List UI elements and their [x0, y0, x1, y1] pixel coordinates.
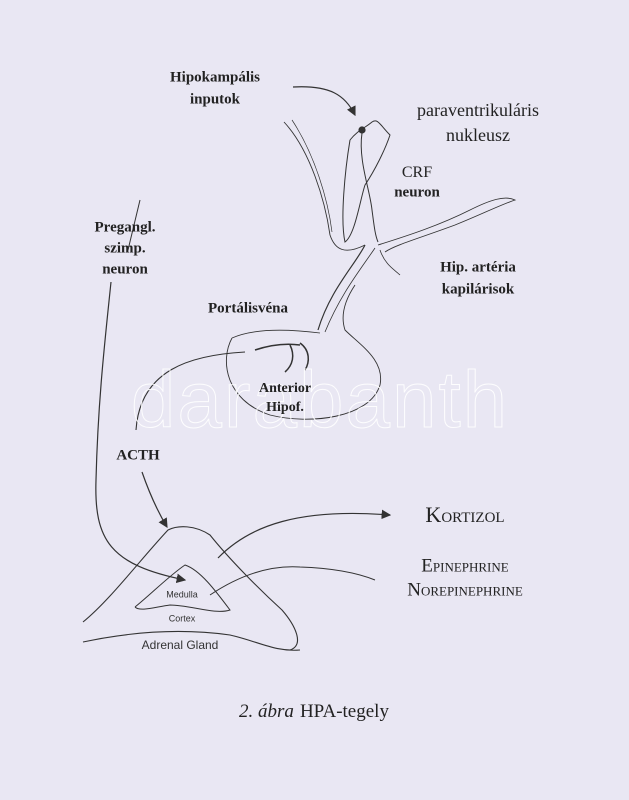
adrenal-bottom: [82, 630, 301, 651]
label-acth: ACTH: [116, 447, 160, 464]
caption-number: 2. ábra: [239, 701, 294, 722]
stalk-right: [379, 249, 401, 276]
label-artery: Hip. artéria: [440, 259, 516, 276]
label-norepinephrine: Norepinephrine: [407, 579, 523, 601]
label-pvn: paraventrikuláris: [417, 100, 539, 120]
label-hippocampal-inputs: inputok: [189, 91, 241, 108]
hippocampal-input-arrow: [292, 86, 356, 117]
label-cortex: Cortex: [168, 613, 196, 624]
label-anterior: Anterior: [258, 381, 312, 396]
label-epinephrine: Epinephrine: [421, 555, 509, 577]
crf-axon: [360, 132, 379, 243]
label-symp: szimp.: [104, 240, 146, 257]
label-pregangl: Pregangl.: [94, 219, 156, 236]
label-medulla: Medulla: [166, 589, 198, 600]
pvn-outline: [342, 120, 391, 243]
label-pvn-nucleus: nukleusz: [446, 125, 510, 145]
label-cortisol: Kortizol: [425, 502, 505, 527]
cortisol-arrow: [217, 509, 392, 559]
adrenal-cortex-outline: [82, 526, 299, 651]
label-portal-vein: Portálisvéna: [208, 300, 288, 317]
pregangl-line: [95, 281, 187, 584]
label-pregangl-neuron: neuron: [102, 261, 148, 278]
epinephrine-line: [209, 566, 376, 596]
pituitary-top: [231, 329, 321, 339]
label-crf-neuron: neuron: [394, 184, 440, 201]
watermark: darabanth: [130, 355, 510, 445]
acth-path: [135, 351, 246, 431]
artery-branch: [377, 197, 517, 253]
label-hippocampal: Hipokampális: [169, 69, 261, 86]
label-crf: CRF: [401, 164, 433, 181]
portal-capillaries: [254, 342, 310, 373]
label-pituitary: Hipof.: [266, 400, 304, 415]
crf-neuron-cell: [358, 126, 366, 134]
stalk: [317, 244, 366, 331]
hypothalamus-wall-inner: [291, 119, 333, 233]
label-adrenal-gland: Adrenal Gland: [141, 638, 219, 652]
caption-title: HPA-tegely: [299, 701, 389, 722]
stalk-2: [324, 247, 376, 333]
anterior-pituitary: [225, 284, 382, 420]
hypothalamus-wall: [283, 121, 366, 251]
pregangl-line-top: [127, 199, 141, 251]
adrenal-medulla-outline: [134, 564, 231, 612]
label-capillaries: kapilárisok: [441, 281, 515, 298]
acth-arrow: [141, 471, 168, 529]
